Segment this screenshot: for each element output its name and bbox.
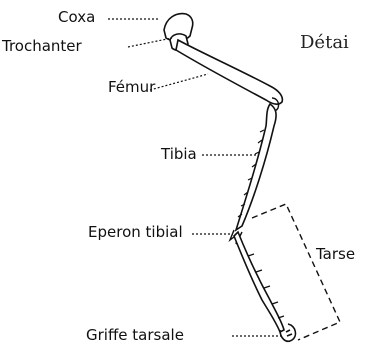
label-tarse: Tarse [316,247,355,262]
label-trochanter: Trochanter [2,39,82,54]
leader-femur [150,74,208,90]
tarsus-segment [234,232,284,332]
tibia-segment [236,104,276,230]
label-griffe-tarsale: Griffe tarsale [86,328,184,343]
label-tibia: Tibia [161,147,197,162]
label-coxa: Coxa [58,10,95,25]
tarse-bracket [252,204,340,340]
heading: Détai [300,34,349,52]
label-femur: Fémur [108,80,155,95]
label-eperon-tibial: Eperon tibial [88,225,183,240]
leader-trochanter [128,38,172,47]
femur-segment [176,40,282,104]
tarsal-joints [248,254,284,318]
